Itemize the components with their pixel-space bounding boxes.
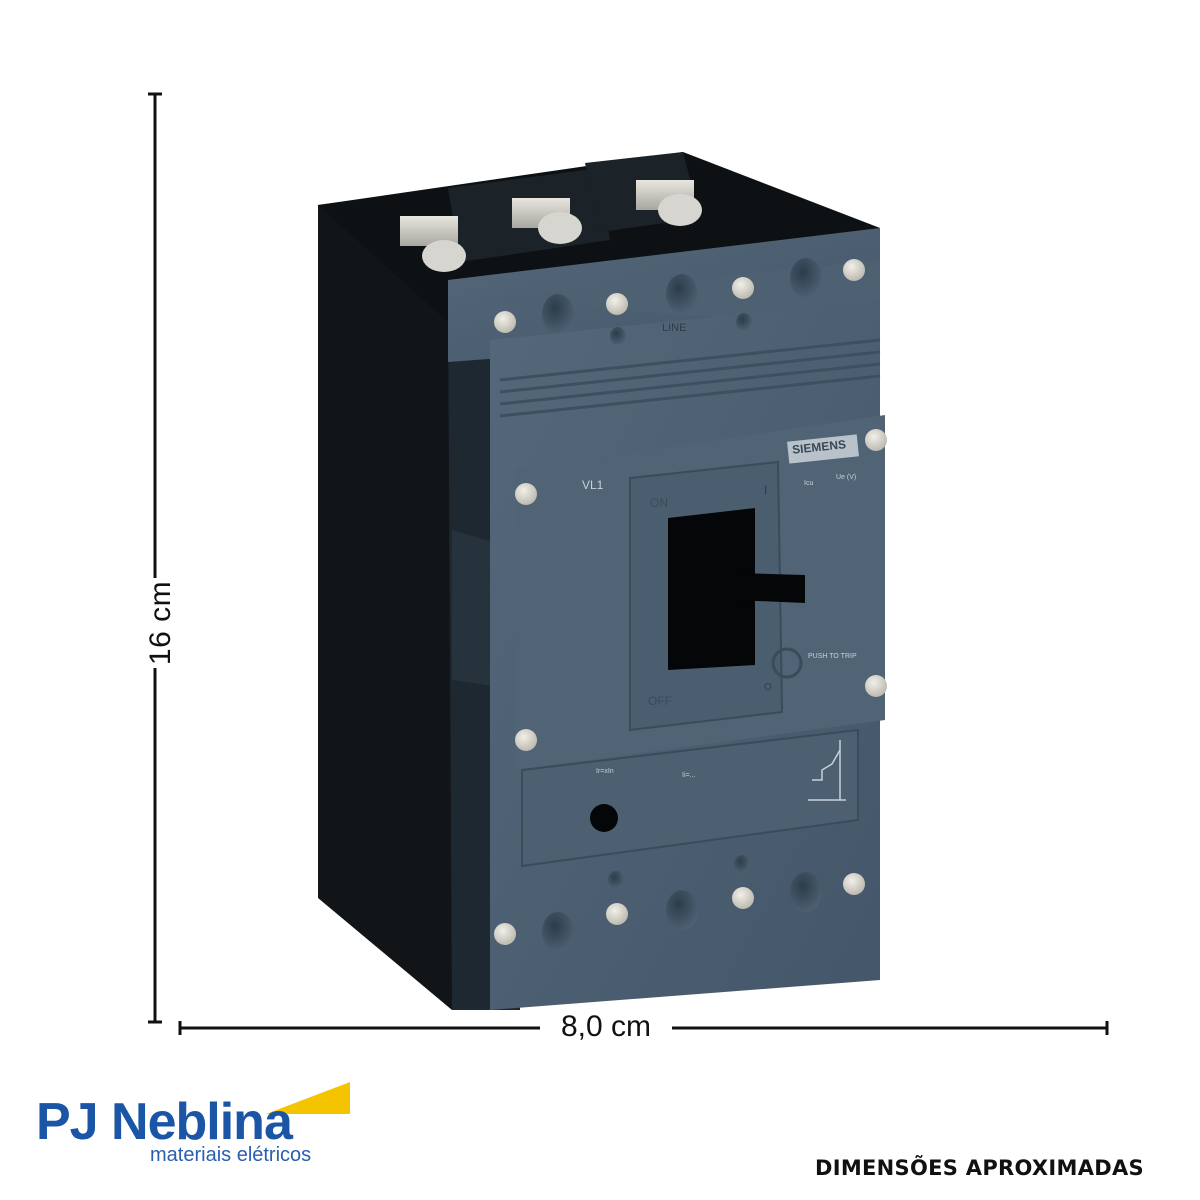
screw-icon bbox=[494, 311, 516, 333]
brand-plate bbox=[787, 434, 859, 464]
brand-logo: PJ Neblina materiais elétricos bbox=[36, 1078, 350, 1168]
ir-label: Ir=xIn bbox=[596, 768, 614, 775]
screw-icon bbox=[515, 729, 537, 751]
height-dimension-line bbox=[148, 92, 162, 1024]
screws bbox=[494, 259, 887, 945]
screw-icon bbox=[843, 259, 865, 281]
off-symbol: O bbox=[764, 682, 772, 693]
width-dimension-label: 8,0 cm bbox=[540, 1010, 672, 1044]
screw-icon bbox=[494, 923, 516, 945]
approximate-dimensions-note: DIMENSÕES APROXIMADAS bbox=[814, 1156, 1144, 1180]
push-to-trip-label: PUSH TO TRIP bbox=[808, 653, 857, 660]
terminal-lug-2 bbox=[512, 198, 582, 244]
screw-icon bbox=[606, 903, 628, 925]
on-label: ON bbox=[650, 496, 668, 510]
off-label: OFF bbox=[648, 694, 672, 708]
brand-tagline: materiais elétricos bbox=[150, 1144, 312, 1166]
screw-icon bbox=[732, 887, 754, 909]
screw-icon bbox=[606, 293, 628, 315]
ii-label: Ii=... bbox=[682, 772, 696, 779]
height-dimension-label: 16 cm bbox=[144, 578, 178, 668]
screw-icon bbox=[865, 675, 887, 697]
terminal-lug-1 bbox=[400, 216, 466, 272]
logo-wedge-icon bbox=[266, 1082, 350, 1114]
icu-label: Icu bbox=[804, 480, 814, 487]
line-label: LINE bbox=[662, 322, 687, 334]
breaker-front-face bbox=[448, 228, 885, 1010]
terminal-lug-3 bbox=[636, 180, 702, 226]
model-label: VL1 bbox=[582, 478, 604, 492]
on-symbol: I bbox=[764, 483, 768, 497]
brand-name: PJ Neblina bbox=[36, 1093, 293, 1151]
screw-icon bbox=[865, 429, 887, 451]
screw-icon bbox=[515, 483, 537, 505]
screw-icon bbox=[732, 277, 754, 299]
ue-label: Ue (V) bbox=[836, 474, 857, 481]
screw-icon bbox=[843, 873, 865, 895]
